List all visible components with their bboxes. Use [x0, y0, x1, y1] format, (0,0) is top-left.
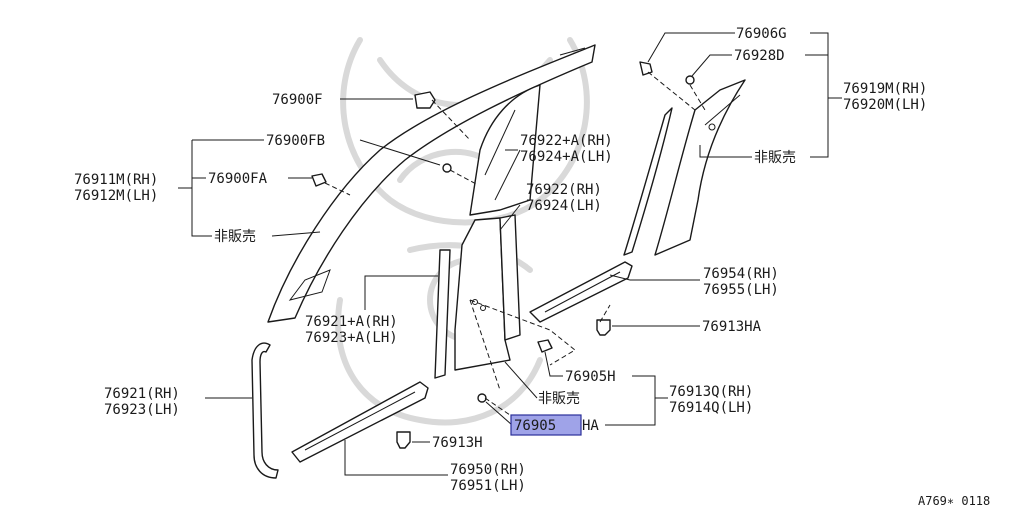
highlight-76905HA [510, 414, 582, 436]
label-76923A-lh: 76923+A(LH) [305, 330, 398, 346]
label-76955-lh: 76955(LH) [703, 282, 779, 298]
label-76951-lh: 76951(LH) [450, 478, 526, 494]
label-76900FB: 76900FB [266, 133, 325, 149]
label-76950-rh: 76950(RH) [450, 462, 526, 478]
label-76919M-rh: 76919M(RH) [843, 81, 927, 97]
rear-kicking-plate-part [529, 261, 633, 323]
assembly-guides [324, 71, 706, 416]
diagram-code: A769∗ 0118 [918, 494, 990, 508]
label-76905HA-suffix: HA [582, 418, 599, 434]
label-76905HA-highlighted: 76905 [514, 418, 556, 434]
clip-76900FB [442, 163, 452, 173]
weatherstrip-front-part [251, 342, 279, 479]
label-76911M-rh: 76911M(RH) [74, 172, 158, 188]
front-kicking-plate-part [291, 381, 429, 463]
clip-76913HA [596, 319, 611, 336]
label-76906G: 76906G [736, 26, 787, 42]
label-76900FA: 76900FA [208, 171, 268, 187]
clip-76906G [639, 61, 653, 76]
weatherstrip-center-part [434, 249, 451, 379]
label-76913H: 76913H [432, 435, 483, 451]
label-76914Q-lh: 76914Q(LH) [669, 400, 753, 416]
center-pillar-lower-part [454, 214, 521, 371]
rear-pillar-garnish-part [654, 79, 746, 256]
label-76921-rh: 76921(RH) [104, 386, 180, 402]
clip-76905H [537, 339, 553, 353]
label-76954-rh: 76954(RH) [703, 266, 779, 282]
label-76922A-rh: 76922+A(RH) [520, 133, 613, 149]
label-76913HA: 76913HA [702, 319, 762, 335]
clip-76913H [396, 431, 411, 449]
weatherstrip-rear-part [623, 107, 673, 256]
label-76923-lh: 76923(LH) [104, 402, 180, 418]
label-76924A-lh: 76924+A(LH) [520, 149, 613, 165]
label-76905H: 76905H [565, 369, 616, 385]
label-76924-lh: 76924(LH) [526, 198, 602, 214]
label-not-for-sale-3: 非販売 [538, 391, 580, 407]
label-76913Q-rh: 76913Q(RH) [669, 384, 753, 400]
clip-76928D [685, 75, 695, 85]
label-76912M-lh: 76912M(LH) [74, 188, 158, 204]
label-76920M-lh: 76920M(LH) [843, 97, 927, 113]
clip-76905HA [477, 393, 487, 403]
label-76928D: 76928D [734, 48, 785, 64]
label-76921A-rh: 76921+A(RH) [305, 314, 398, 330]
leader-lines [178, 32, 842, 476]
label-76900F: 76900F [272, 92, 323, 108]
label-not-for-sale-1: 非販売 [214, 229, 256, 245]
label-76922-rh: 76922(RH) [526, 182, 602, 198]
label-not-for-sale-2: 非販売 [754, 150, 796, 166]
labels: 76906G 76928D 76919M(RH) 76920M(LH) 7690… [74, 26, 990, 508]
clip-76900F [414, 91, 436, 109]
clip-76900FA [311, 173, 327, 187]
